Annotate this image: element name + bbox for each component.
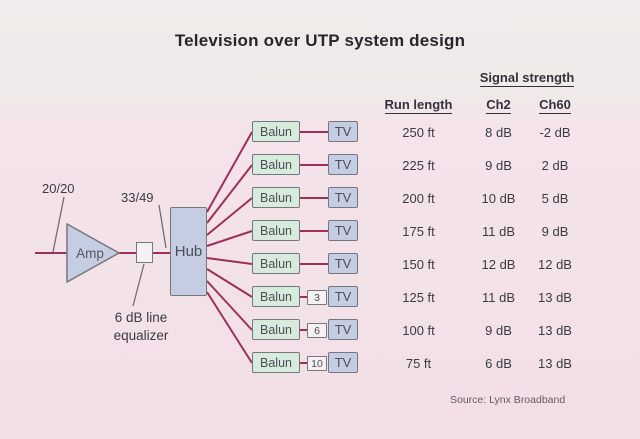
ch2-cell: 9 dB: [485, 323, 512, 338]
balun-box-3: Balun: [252, 187, 300, 208]
run-length-cell: 100 ft: [402, 323, 435, 338]
amp-triangle: [66, 222, 121, 284]
ch2-cell: 6 dB: [485, 356, 512, 371]
balun-box-7: Balun: [252, 319, 300, 340]
signal-strength-label: Signal strength: [479, 70, 575, 87]
ch60-cell: 13 dB: [538, 323, 572, 338]
ch60-cell: 2 dB: [541, 158, 569, 173]
run-length-cell: 250 ft: [402, 125, 435, 140]
ch2-cell: 12 dB: [481, 257, 516, 272]
run-length-cell: 75 ft: [405, 356, 432, 371]
attenuator-box-6db: 6: [307, 323, 327, 338]
wire-lines: [35, 131, 328, 364]
hub-box: Hub: [170, 207, 207, 296]
amp-label: Amp: [76, 246, 104, 261]
column-header-run-length: Run length: [376, 97, 461, 114]
run-length-cell: 150 ft: [402, 257, 435, 272]
figure-title: Television over UTP system design: [174, 31, 466, 50]
equalizer-caption: 6 dB line equalizer: [113, 310, 169, 344]
balun-box-2: Balun: [252, 154, 300, 175]
ch60-label: Ch60: [539, 97, 571, 114]
column-header-ch60: Ch60: [527, 97, 583, 114]
balun-box-8: Balun: [252, 352, 300, 373]
ch2-cell: 11 dB: [481, 290, 515, 305]
tv-box-4: TV: [328, 220, 358, 241]
balun-box-5: Balun: [252, 253, 300, 274]
ch2-cell: 11 dB: [481, 224, 515, 239]
run-length-cell: 200 ft: [402, 191, 435, 206]
hub-label: Hub: [174, 243, 203, 260]
attenuator-box-10db: 10: [307, 356, 327, 371]
run-length-cell: 225 ft: [402, 158, 435, 173]
run-length-label: Run length: [384, 97, 453, 114]
leader-lines: [52, 196, 167, 307]
ch2-cell: 10 dB: [481, 191, 516, 206]
tv-box-6: TV: [328, 286, 358, 307]
tv-box-7: TV: [328, 319, 358, 340]
ch60-cell: 9 dB: [541, 224, 569, 239]
balun-box-1: Balun: [252, 121, 300, 142]
tv-box-2: TV: [328, 154, 358, 175]
ch2-label: Ch2: [486, 97, 511, 114]
source-credit: Source: Lynx Broadband: [450, 394, 566, 406]
attenuator-box-3db: 3: [307, 290, 327, 305]
balun-box-6: Balun: [252, 286, 300, 307]
balun-box-4: Balun: [252, 220, 300, 241]
run-length-cell: 125 ft: [402, 290, 435, 305]
tv-box-3: TV: [328, 187, 358, 208]
ch2-cell: 9 dB: [485, 158, 512, 173]
tv-box-5: TV: [328, 253, 358, 274]
equalizer-box: [136, 242, 153, 263]
ch60-cell: -2 dB: [539, 125, 571, 140]
ch60-cell: 12 dB: [538, 257, 572, 272]
tv-box-1: TV: [328, 121, 358, 142]
ch60-cell: 13 dB: [538, 290, 572, 305]
column-header-ch2: Ch2: [472, 97, 525, 114]
ch60-cell: 13 dB: [538, 356, 572, 371]
post-amp-signal-label: 33/49: [121, 190, 154, 205]
ch60-cell: 5 dB: [541, 191, 569, 206]
ch2-cell: 8 dB: [485, 125, 512, 140]
run-length-cell: 175 ft: [402, 224, 435, 239]
tv-box-8: TV: [328, 352, 358, 373]
input-signal-label: 20/20: [42, 181, 75, 196]
signal-strength-header: Signal strength: [462, 70, 592, 87]
